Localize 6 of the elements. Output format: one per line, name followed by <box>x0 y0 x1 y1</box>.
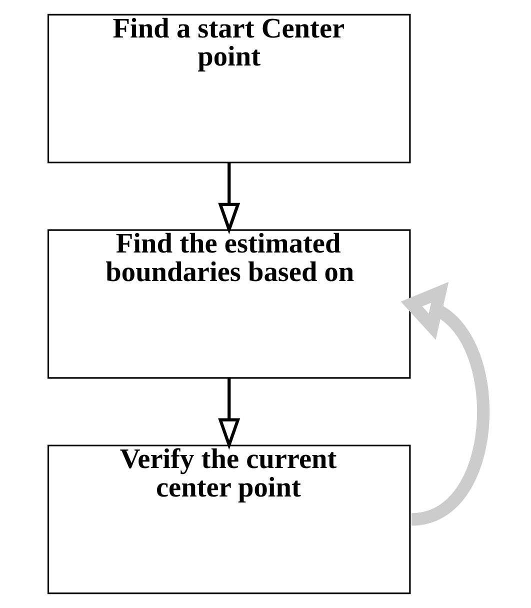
arrow <box>218 162 240 234</box>
node-box: Find a start Center point <box>47 14 410 164</box>
arrow <box>400 282 489 526</box>
node-box: Verify the current center point <box>47 444 410 594</box>
arrow <box>218 378 240 450</box>
node-box: Find the estimated boundaries based on <box>47 229 410 379</box>
